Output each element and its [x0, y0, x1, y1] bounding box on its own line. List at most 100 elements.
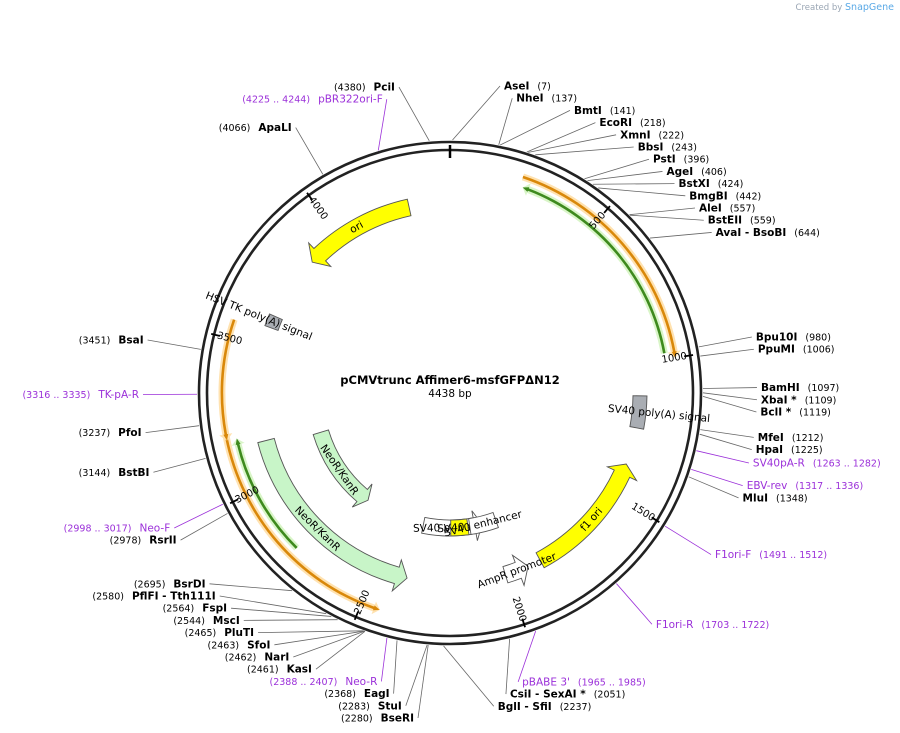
site-label[interactable]: (2462)NarI	[225, 652, 290, 664]
primer-name: pBABE 3'	[522, 676, 570, 688]
tick-mark	[211, 332, 221, 337]
site-position: (4380)	[334, 83, 366, 94]
orf-arc[interactable]	[220, 319, 236, 441]
primer-label[interactable]: pBABE 3'(1965 .. 1985)	[522, 676, 646, 688]
site-label[interactable]: BstEII(559)	[708, 215, 776, 227]
site-label[interactable]: HpaI(1225)	[756, 444, 823, 456]
site-label[interactable]: XbaI * (1109)	[761, 394, 836, 406]
site-name: CsiI - SexAI *	[510, 689, 586, 701]
feature-arrow[interactable]	[312, 429, 373, 508]
site-label[interactable]: BmtI(141)	[574, 105, 635, 117]
site-label[interactable]: (2280)BseRI	[341, 713, 414, 725]
site-position: (980)	[805, 333, 831, 344]
site-name: XbaI *	[761, 394, 797, 406]
site-label[interactable]: (4380)PciI	[334, 82, 395, 94]
primer-label[interactable]: (3316 .. 3335)TK-pA-R	[22, 389, 139, 401]
site-leader	[698, 336, 752, 348]
tick-mark	[306, 192, 314, 201]
primer-range: (3316 .. 3335)	[22, 390, 90, 401]
feature-arrow[interactable]	[535, 463, 638, 569]
site-label[interactable]: PstI(396)	[653, 154, 709, 166]
site-label[interactable]: (2465)PluTI	[185, 627, 254, 639]
tick-mark	[651, 516, 660, 523]
site-label[interactable]: (2544)MscI	[173, 615, 239, 627]
snapgene-brand: Created by SnapGene	[796, 2, 894, 13]
plasmid-size: 4438 bp	[428, 388, 472, 400]
site-position: (3144)	[79, 468, 111, 479]
site-position: (137)	[552, 94, 578, 105]
site-label[interactable]: (2978)RsrII	[110, 535, 177, 547]
site-name: BbsI	[638, 142, 664, 154]
primer-range: (1263 .. 1282)	[813, 459, 881, 470]
site-leader	[443, 645, 495, 707]
feature-label: SV40 enhancer	[443, 508, 524, 539]
primer-label[interactable]: EBV-rev(1317 .. 1336)	[747, 480, 864, 492]
feature-arrow[interactable]	[502, 554, 529, 587]
site-position: (644)	[794, 228, 820, 239]
site-name: BclI *	[760, 406, 791, 418]
primer-label[interactable]: (4225 .. 4244)pBR322ori-F	[242, 94, 383, 106]
feature-arrow[interactable]	[307, 198, 412, 268]
site-label[interactable]: (2368)EagI	[324, 688, 389, 700]
site-label[interactable]: (2463)SfoI	[208, 639, 271, 651]
feature-arrow[interactable]	[257, 437, 408, 593]
primer-leader	[381, 637, 388, 682]
site-position: (1109)	[805, 395, 837, 406]
site-label[interactable]: BglI - SfiI(2237)	[498, 701, 592, 713]
site-label[interactable]: Bpu10I(980)	[756, 332, 831, 344]
site-label[interactable]: (2461)KasI	[247, 664, 312, 676]
primer-leader	[517, 630, 537, 682]
site-label[interactable]: AvaI - BsoBI(644)	[716, 227, 820, 239]
site-label[interactable]: (2580)PflFI - Tth111I	[92, 591, 215, 603]
site-label[interactable]: PpuMI(1006)	[758, 344, 835, 356]
site-label[interactable]: (2695)BsrDI	[134, 578, 206, 590]
primer-leader	[616, 583, 653, 625]
site-name: BstBI	[118, 467, 149, 479]
primer-label[interactable]: (2998 .. 3017)Neo-F	[64, 522, 171, 534]
feature-arrow[interactable]	[450, 518, 470, 537]
site-label[interactable]: XmnI(222)	[620, 129, 684, 141]
site-leader	[535, 146, 634, 156]
site-label[interactable]: (4066)ApaLI	[219, 122, 292, 134]
site-position: (1348)	[776, 493, 808, 504]
site-label[interactable]: (3237)PfoI	[79, 427, 142, 439]
site-label[interactable]: (2564)FspI	[163, 603, 227, 615]
primer-label[interactable]: F1ori-F(1491 .. 1512)	[715, 549, 827, 561]
feature-arrow[interactable]	[264, 313, 283, 331]
site-label[interactable]: BbsI (243)	[638, 142, 697, 154]
site-label[interactable]: BclI *(1119)	[760, 406, 830, 418]
primer-label[interactable]: (2388 .. 2407)Neo-R	[270, 676, 378, 688]
site-label[interactable]: CsiI - SexAI *(2051)	[510, 689, 625, 701]
site-label[interactable]: AgeI(406)	[666, 166, 726, 178]
feature-label: ori	[348, 219, 366, 236]
site-label[interactable]: NheI(137)	[516, 93, 577, 105]
site-name: PflFI - Tth111I	[132, 591, 216, 603]
tick-label: 1000	[661, 351, 688, 366]
primer-label[interactable]: SV40pA-R(1263 .. 1282)	[753, 458, 881, 470]
site-label[interactable]: (3451)BsaI	[79, 335, 144, 347]
backbone	[197, 140, 703, 646]
site-label[interactable]: BamHI(1097)	[761, 382, 839, 394]
site-label[interactable]: AseI(7)	[504, 81, 551, 93]
site-label[interactable]: (2283)StuI	[338, 700, 402, 712]
site-leader	[295, 127, 324, 175]
primer-label[interactable]: F1ori-R(1703 .. 1722)	[656, 619, 769, 631]
site-label[interactable]: BmgBI(442)	[689, 190, 761, 202]
tick-label: 4000	[306, 195, 330, 222]
site-label[interactable]: AleI(557)	[699, 203, 755, 215]
site-label[interactable]: MluI(1348)	[743, 492, 808, 504]
feature-arrow[interactable]	[468, 511, 499, 535]
primer-leader	[691, 468, 743, 487]
site-label[interactable]: BstXI(424)	[679, 178, 744, 190]
site-leader	[649, 232, 712, 239]
site-leader	[699, 433, 752, 450]
feature-arrow[interactable]	[629, 395, 648, 430]
site-position: (243)	[671, 143, 697, 154]
site-label[interactable]: MfeI(1212)	[758, 432, 824, 444]
site-label[interactable]: (3144) BstBI	[79, 467, 150, 479]
site-leader	[274, 630, 365, 646]
site-name: EagI	[364, 688, 390, 700]
site-label[interactable]: EcoRI(218)	[599, 117, 665, 129]
site-position: (2463)	[208, 640, 240, 651]
site-name: NarI	[264, 652, 289, 664]
